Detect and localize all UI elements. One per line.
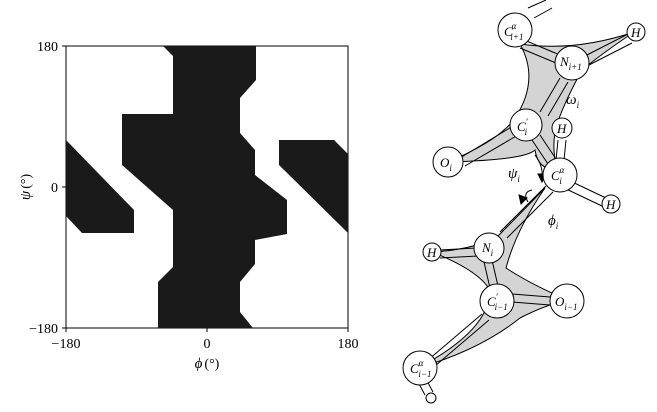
- y-axis-symbol: ψ: [18, 190, 34, 200]
- atom-ca-prev: [402, 350, 438, 386]
- label-omega: ωi: [566, 92, 580, 110]
- peptide-plane-upper: [447, 31, 635, 171]
- label-phi-sym: ϕ: [548, 213, 556, 229]
- label-omega-sym: ω: [566, 92, 577, 108]
- atom-h-ca: [601, 194, 621, 214]
- x-axis-title: ϕ(°): [195, 356, 220, 372]
- atom-h-left: [422, 242, 442, 262]
- label-c-prime-sub: i: [525, 127, 528, 137]
- peptide-plane-lower: [417, 187, 570, 369]
- atom-h-top: [626, 22, 646, 42]
- atom-h-mid: [551, 117, 573, 139]
- atom-n-i: [473, 232, 505, 264]
- allowed-regions: [66, 46, 348, 328]
- label-c-prev: C′i−1: [487, 292, 508, 312]
- bond-ca-n: [499, 185, 554, 239]
- label-o-i-sub: i: [449, 163, 452, 173]
- label-n-next-sub: i+1: [569, 62, 582, 72]
- label-psi: ψi: [508, 166, 520, 184]
- bond-n-next-c-prime: [539, 77, 569, 117]
- label-ca-next-sup: α: [512, 21, 517, 31]
- atom-o-i: [432, 146, 464, 178]
- label-ca-i-sub: i: [559, 176, 562, 186]
- bond-h-mid-ca: [555, 139, 567, 161]
- label-n-next: Ni+1: [559, 54, 582, 72]
- bond-top-stub: [527, 0, 553, 19]
- atom-ca-next: [497, 12, 533, 48]
- atom-ca-i: [542, 157, 578, 193]
- y-tick-top: 180: [37, 40, 58, 55]
- label-h-ca: H: [605, 197, 616, 212]
- x-axis-symbol: ϕ: [195, 356, 203, 372]
- angle-labels: ωi ψi ϕi: [508, 92, 580, 231]
- right-region: [279, 140, 348, 233]
- label-o-prev-sub: i−1: [564, 302, 577, 312]
- label-c-prev-sub: i−1: [495, 302, 508, 312]
- x-tick-left: −180: [52, 337, 81, 352]
- label-n-i: Ni: [481, 240, 494, 258]
- bond-c-prev-o: [511, 293, 551, 306]
- label-h-left: H: [426, 245, 437, 260]
- x-axis-unit: (°): [204, 357, 219, 372]
- y-axis-title: ψ(°): [18, 174, 34, 201]
- central-region: [122, 46, 287, 328]
- bond-c-prime-o: [459, 125, 519, 167]
- label-ca-next-base: C: [504, 24, 513, 39]
- label-c-prime: C′i: [517, 117, 529, 137]
- label-o-i: Oi: [440, 155, 452, 173]
- label-n-i-sub: i: [491, 248, 494, 258]
- phi-arrow-head: [518, 194, 528, 205]
- atom-n-next: [554, 45, 590, 81]
- label-c-prime-base: C: [517, 119, 526, 134]
- label-n-next-base: N: [559, 54, 570, 69]
- label-omega-sub: i: [577, 100, 580, 110]
- label-c-prev-base: C: [487, 294, 496, 309]
- label-ca-i-sup: α: [560, 165, 565, 175]
- label-ca-prev-sup: α: [419, 358, 424, 368]
- bottom-stub-end: [425, 392, 437, 404]
- label-c-prev-sup: ′: [496, 292, 499, 302]
- label-c-prime-sup: ′: [526, 117, 529, 127]
- label-h-mid: H: [556, 121, 567, 136]
- label-phi: ϕi: [548, 213, 559, 231]
- label-psi-sub: i: [517, 174, 520, 184]
- label-o-prev: Oi−1: [555, 294, 577, 312]
- atoms: [402, 12, 646, 386]
- label-ca-i-base: C: [551, 168, 560, 183]
- label-ca-next-sub: i+1: [510, 32, 523, 42]
- left-region: [66, 140, 134, 233]
- label-n-i-base: N: [481, 240, 492, 255]
- label-ca-prev-sub: i−1: [418, 369, 431, 379]
- bond-n-next-h: [582, 33, 633, 67]
- y-tick-mid: 0: [51, 181, 58, 196]
- label-o-prev-base: O: [555, 294, 565, 309]
- x-tick-mid: 0: [204, 337, 211, 352]
- y-axis-unit: (°): [19, 174, 34, 189]
- label-ca-prev-base: C: [410, 361, 419, 376]
- bond-c-prev-ca: [427, 313, 490, 367]
- label-phi-sub: i: [556, 221, 559, 231]
- atom-c-prev: [479, 283, 515, 319]
- rotation-arrows: [518, 154, 547, 205]
- label-o-i-base: O: [440, 155, 450, 170]
- atom-o-prev: [549, 283, 585, 319]
- phi-arrow: [525, 189, 533, 203]
- bonds: [417, 0, 633, 396]
- label-psi-sym: ψ: [508, 166, 518, 182]
- atom-c-prime: [509, 108, 543, 142]
- bond-n-c-prev: [483, 259, 499, 289]
- x-tick-right: 180: [338, 337, 359, 352]
- y-tick-bottom: −180: [29, 322, 58, 337]
- bond-h-n: [439, 247, 479, 259]
- label-h-top: H: [630, 25, 641, 40]
- ramachandran-plot: 180 0 −180 −180 0 180 ϕ(°) ψ(°): [18, 40, 359, 372]
- bond-ca-next-n-next: [519, 39, 561, 64]
